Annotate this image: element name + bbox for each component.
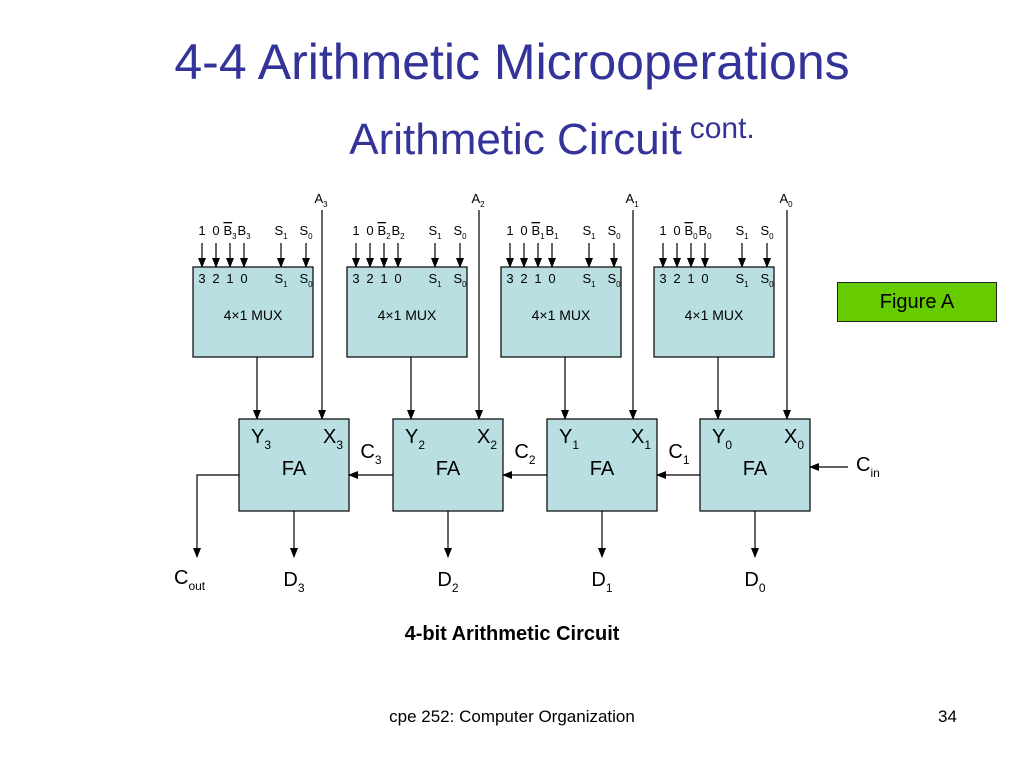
stage-1-mux-label: 4×1 MUX bbox=[378, 307, 437, 323]
carry-out-wire bbox=[193, 474, 239, 558]
stage-0-b-label: B3 bbox=[237, 223, 251, 241]
stage-1-fa-x-label: X2 bbox=[477, 426, 497, 452]
stage-3-in-1-label: 1 bbox=[659, 223, 666, 238]
stage-2-mux-port-3: 3 bbox=[506, 271, 513, 286]
carry-in-label: Cin bbox=[856, 454, 880, 480]
stage-0-in-0-label: 0 bbox=[212, 223, 219, 238]
stage-0-mux-box bbox=[192, 266, 314, 358]
stage-3-mux-port-0: 0 bbox=[701, 271, 708, 286]
stage-2-fa-x-label: X1 bbox=[631, 426, 651, 452]
stage-1-b-label: B2 bbox=[391, 223, 405, 241]
stage-2-mux-label: 4×1 MUX bbox=[532, 307, 591, 323]
stage-1-s1-label: S1 bbox=[428, 223, 442, 241]
stage-2-in-0-label: 0 bbox=[520, 223, 527, 238]
stage-1-fa-label: FA bbox=[436, 458, 461, 480]
stage-3-mux-port-1: 1 bbox=[687, 271, 694, 286]
stage-2-a-label: A1 bbox=[625, 191, 639, 209]
stage-0-mux-s1: S1 bbox=[274, 271, 288, 289]
stage-2-b-bar-label: B1 bbox=[531, 223, 545, 241]
stage-2-mux-box bbox=[500, 266, 622, 358]
subtitle-suffix: cont. bbox=[689, 112, 755, 145]
stage-0-fa-y-label: Y3 bbox=[251, 426, 271, 452]
stage-2-fa-y-label: Y1 bbox=[559, 426, 579, 452]
stage-1-d-label: D2 bbox=[437, 569, 458, 595]
stage-3-d-label: D0 bbox=[744, 569, 765, 595]
stage-1-fa-box bbox=[392, 418, 504, 512]
stage-0-b-bar-label: B3 bbox=[223, 223, 237, 241]
stage-2-b-label: B1 bbox=[545, 223, 559, 241]
stage-0-fa-box bbox=[238, 418, 350, 512]
stage-1-mux-port-3: 3 bbox=[352, 271, 359, 286]
stage-2-mux-s0: S0 bbox=[607, 271, 621, 289]
stage-0-fa-x-label: X3 bbox=[323, 426, 343, 452]
stage-2-fa-box bbox=[546, 418, 658, 512]
stage-1-mux-port-2: 2 bbox=[366, 271, 373, 286]
stage-3-fa-box bbox=[699, 418, 811, 512]
stage-2-fa-label: FA bbox=[590, 458, 615, 480]
stage-1-mux-box bbox=[346, 266, 468, 358]
stage-3-in-0-label: 0 bbox=[673, 223, 680, 238]
stage-3-mux-box bbox=[653, 266, 775, 358]
stage-3-fa-y-label: Y0 bbox=[712, 426, 732, 452]
stage-2-carry-label: C1 bbox=[668, 441, 689, 467]
stage-0-a-label: A3 bbox=[314, 191, 328, 209]
stage-3-mux-s0: S0 bbox=[760, 271, 774, 289]
stage-3-s0-label: S0 bbox=[760, 223, 774, 241]
stage-2-mux-s1: S1 bbox=[582, 271, 596, 289]
stage-2-mux-port-0: 0 bbox=[548, 271, 555, 286]
stage-0-mux-port-2: 2 bbox=[212, 271, 219, 286]
stage-0-s0-label: S0 bbox=[299, 223, 313, 241]
figure-badge: Figure A bbox=[837, 282, 997, 322]
stage-1-mux-s0: S0 bbox=[453, 271, 467, 289]
stage-1-a-label: A2 bbox=[471, 191, 485, 209]
stage-0-mux-port-3: 3 bbox=[198, 271, 205, 286]
stage-1-s0-label: S0 bbox=[453, 223, 467, 241]
stage-3-mux-s1: S1 bbox=[735, 271, 749, 289]
stage-3-fa-x-label: X0 bbox=[784, 426, 804, 452]
stage-0-fa-label: FA bbox=[282, 458, 307, 480]
stage-3-b-label: B0 bbox=[698, 223, 712, 241]
stage-1-mux-s1: S1 bbox=[428, 271, 442, 289]
stage-1-mux-port-0: 0 bbox=[394, 271, 401, 286]
stage-2-d-label: D1 bbox=[591, 569, 612, 595]
stage-1-in-1-label: 1 bbox=[352, 223, 359, 238]
footer-text: cpe 252: Computer Organization bbox=[389, 707, 635, 726]
stage-2-s1-label: S1 bbox=[582, 223, 596, 241]
stage-0-carry-label: C3 bbox=[360, 441, 381, 467]
carry-out-label: Cout bbox=[174, 567, 206, 593]
stage-2-in-1-label: 1 bbox=[506, 223, 513, 238]
stage-1-carry-label: C2 bbox=[514, 441, 535, 467]
slide-title: 4-4 Arithmetic Microoperations bbox=[174, 34, 850, 90]
figure-caption: 4-bit Arithmetic Circuit bbox=[404, 623, 620, 645]
stage-2-mux-port-2: 2 bbox=[520, 271, 527, 286]
stage-0-in-1-label: 1 bbox=[198, 223, 205, 238]
stage-1-in-0-label: 0 bbox=[366, 223, 373, 238]
stage-2-mux-port-1: 1 bbox=[534, 271, 541, 286]
stage-3-mux-port-3: 3 bbox=[659, 271, 666, 286]
stage-0-d-label: D3 bbox=[283, 569, 304, 595]
stage-3-a-label: A0 bbox=[779, 191, 793, 209]
stage-0-mux-port-1: 1 bbox=[226, 271, 233, 286]
stage-2-s0-label: S0 bbox=[607, 223, 621, 241]
stage-0-s1-label: S1 bbox=[274, 223, 288, 241]
stage-0-mux-port-0: 0 bbox=[240, 271, 247, 286]
stage-0-mux-s0: S0 bbox=[299, 271, 313, 289]
stage-1-mux-port-1: 1 bbox=[380, 271, 387, 286]
stage-3-fa-label: FA bbox=[743, 458, 768, 480]
stage-3-s1-label: S1 bbox=[735, 223, 749, 241]
stage-3-mux-label: 4×1 MUX bbox=[685, 307, 744, 323]
stage-0-mux-label: 4×1 MUX bbox=[224, 307, 283, 323]
page-number: 34 bbox=[938, 707, 957, 726]
subtitle-text: Arithmetic Circuit bbox=[349, 115, 682, 164]
stage-3-b-bar-label: B0 bbox=[684, 223, 698, 241]
stage-3-mux-port-2: 2 bbox=[673, 271, 680, 286]
stage-1-fa-y-label: Y2 bbox=[405, 426, 425, 452]
stage-1-b-bar-label: B2 bbox=[377, 223, 391, 241]
